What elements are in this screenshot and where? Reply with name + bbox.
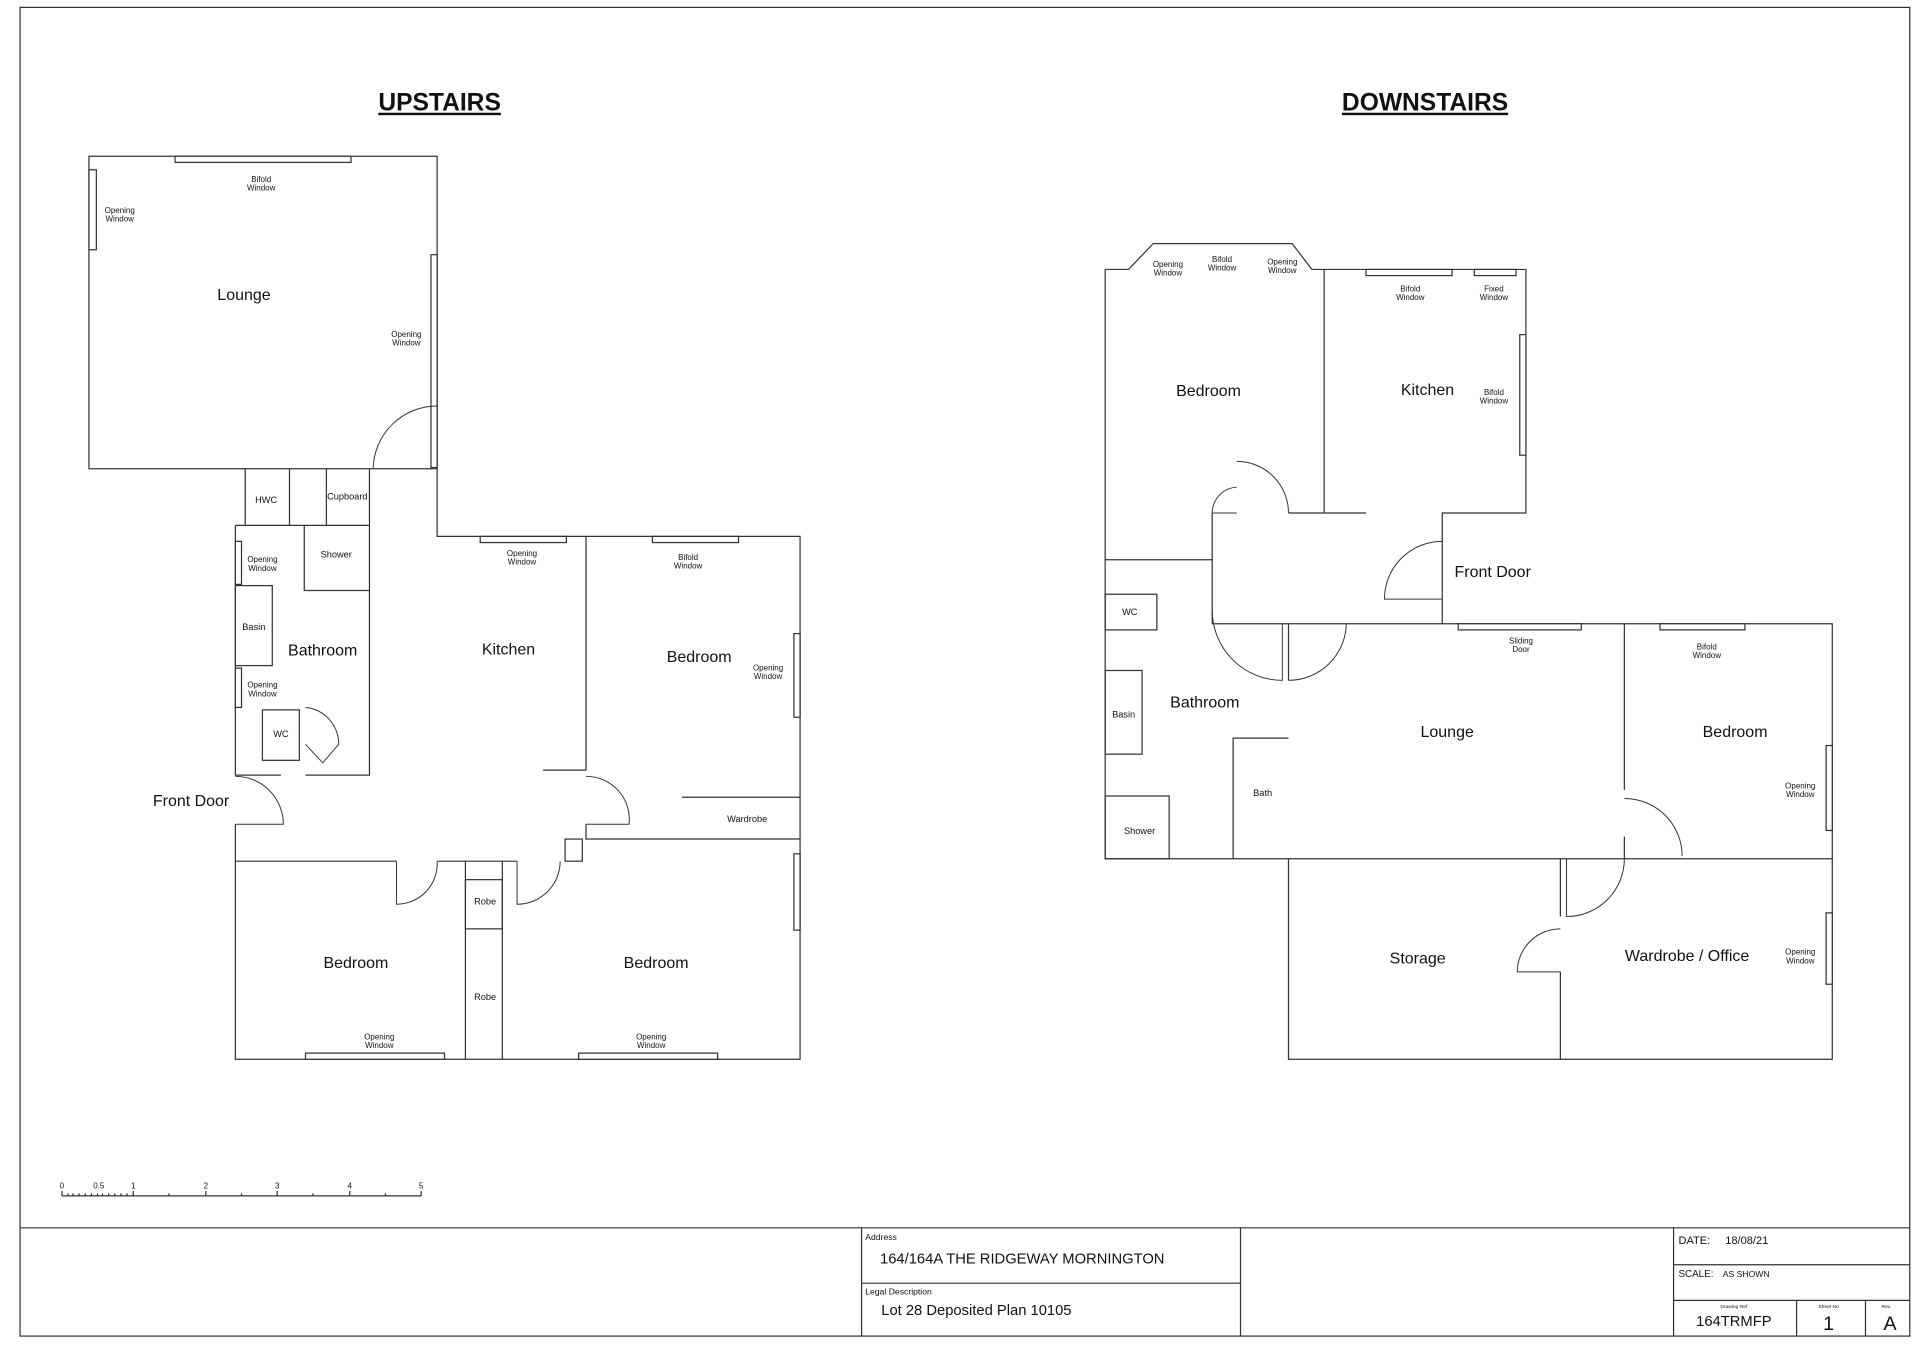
label: Window <box>1154 269 1183 278</box>
label: Opening <box>105 206 135 215</box>
label: DATE: <box>1678 1235 1710 1247</box>
downstairs-heading: DOWNSTAIRS <box>1342 90 1508 117</box>
label: Opening <box>753 664 783 673</box>
label: 1 <box>131 1181 136 1190</box>
fixture-label: HWC <box>255 495 277 505</box>
room-label: Kitchen <box>1401 382 1454 399</box>
label: Window <box>1268 266 1297 275</box>
date-value: 18/08/21 <box>1725 1235 1768 1247</box>
title-block: Address 164/164A THE RIDGEWAY MORNINGTON… <box>20 1227 1910 1337</box>
label: Window <box>1480 397 1509 406</box>
label: Legal Description <box>865 1286 932 1296</box>
legal-description-value: Lot 28 Deposited Plan 10105 <box>881 1303 1071 1319</box>
label: Window <box>1786 790 1815 799</box>
room-label: Kitchen <box>482 642 535 659</box>
label: Window <box>637 1041 666 1050</box>
label: Window <box>1480 293 1509 302</box>
downstairs-plan: Bedroom Kitchen Front Door Bathroom Loun… <box>1104 242 1833 1060</box>
room-label: Bedroom <box>324 955 389 972</box>
fixture-label: Bath <box>1253 788 1272 798</box>
label: Opening <box>1785 948 1815 957</box>
label: Bifold <box>1400 285 1420 294</box>
label: Sheet No <box>1818 1304 1839 1310</box>
label: Opening <box>391 330 421 339</box>
label: Door <box>1512 645 1530 654</box>
sheet-number-value: 1 <box>1823 1313 1834 1335</box>
label: Opening <box>1267 258 1297 267</box>
label: Opening <box>247 555 277 564</box>
label: 0.5 <box>93 1181 105 1190</box>
fixture-label: Robe <box>474 896 496 906</box>
label: SCALE: <box>1678 1269 1713 1280</box>
label: Fixed <box>1484 285 1504 294</box>
scale-bar: 0 0.5 1 2 3 4 5 <box>60 1181 424 1197</box>
fixture-label: Shower <box>321 549 352 559</box>
room-label: Front Door <box>153 793 230 810</box>
drawing-ref-value: 164TRMFP <box>1696 1314 1772 1330</box>
label: Bifold <box>251 175 271 184</box>
fixture-label: WC <box>1122 607 1138 617</box>
label: Address <box>865 1232 897 1242</box>
label: Window <box>365 1041 394 1050</box>
label: Window <box>248 564 277 573</box>
room-label: Bedroom <box>1703 724 1768 741</box>
label: 2 <box>204 1181 209 1190</box>
label: Window <box>1786 956 1815 965</box>
upstairs-plan: Lounge Bathroom Kitchen Bedroom Bedroom … <box>88 155 801 1060</box>
room-label: Bedroom <box>624 955 689 972</box>
label: Window <box>1693 651 1722 660</box>
room-label: Lounge <box>217 287 270 304</box>
label: Rev. <box>1882 1304 1892 1310</box>
label: Opening <box>507 549 537 558</box>
room-label: Lounge <box>1421 724 1474 741</box>
label: Bifold <box>678 553 698 562</box>
revision-value: A <box>1884 1313 1898 1335</box>
label: Opening <box>1785 782 1815 791</box>
room-label: Bedroom <box>1176 383 1241 400</box>
label: Window <box>674 561 703 570</box>
label: Window <box>508 558 537 567</box>
upstairs-heading: UPSTAIRS <box>378 90 501 117</box>
label: Bifold <box>1212 255 1232 264</box>
label: Bifold <box>1484 388 1504 397</box>
label: Opening <box>247 681 277 690</box>
room-label: Bedroom <box>667 649 732 666</box>
label: Window <box>1396 293 1425 302</box>
fixture-label: Basin <box>1112 709 1135 719</box>
room-label: Wardrobe / Office <box>1625 948 1749 965</box>
label: 5 <box>419 1181 424 1190</box>
label: Window <box>106 214 135 223</box>
room-label: Storage <box>1390 950 1446 967</box>
fixture-label: Shower <box>1124 826 1155 836</box>
label: Window <box>247 184 276 193</box>
fixture-label: Wardrobe <box>727 814 767 824</box>
room-label: Bathroom <box>1170 694 1239 711</box>
fixture-label: WC <box>273 729 289 739</box>
fixture-label: Basin <box>242 622 265 632</box>
label: Opening <box>636 1033 666 1042</box>
label: Opening <box>1153 260 1183 269</box>
label: Window <box>392 339 421 348</box>
scale-value: AS SHOWN <box>1723 1269 1770 1279</box>
fixture-label: Cupboard <box>327 491 368 501</box>
label: Window <box>754 672 783 681</box>
label: Window <box>1208 264 1237 273</box>
label: Window <box>248 689 277 698</box>
address-value: 164/164A THE RIDGEWAY MORNINGTON <box>880 1251 1164 1267</box>
room-label: Front Door <box>1455 564 1532 581</box>
label: 0 <box>60 1181 65 1190</box>
label: 3 <box>275 1181 280 1190</box>
label: Drawing Ref <box>1720 1304 1748 1310</box>
fixture-label: Robe <box>474 992 496 1002</box>
label: 4 <box>348 1181 353 1190</box>
label: Bifold <box>1697 643 1717 652</box>
label: Opening <box>364 1033 394 1042</box>
room-label: Bathroom <box>288 643 357 660</box>
label: Sliding <box>1509 636 1533 645</box>
